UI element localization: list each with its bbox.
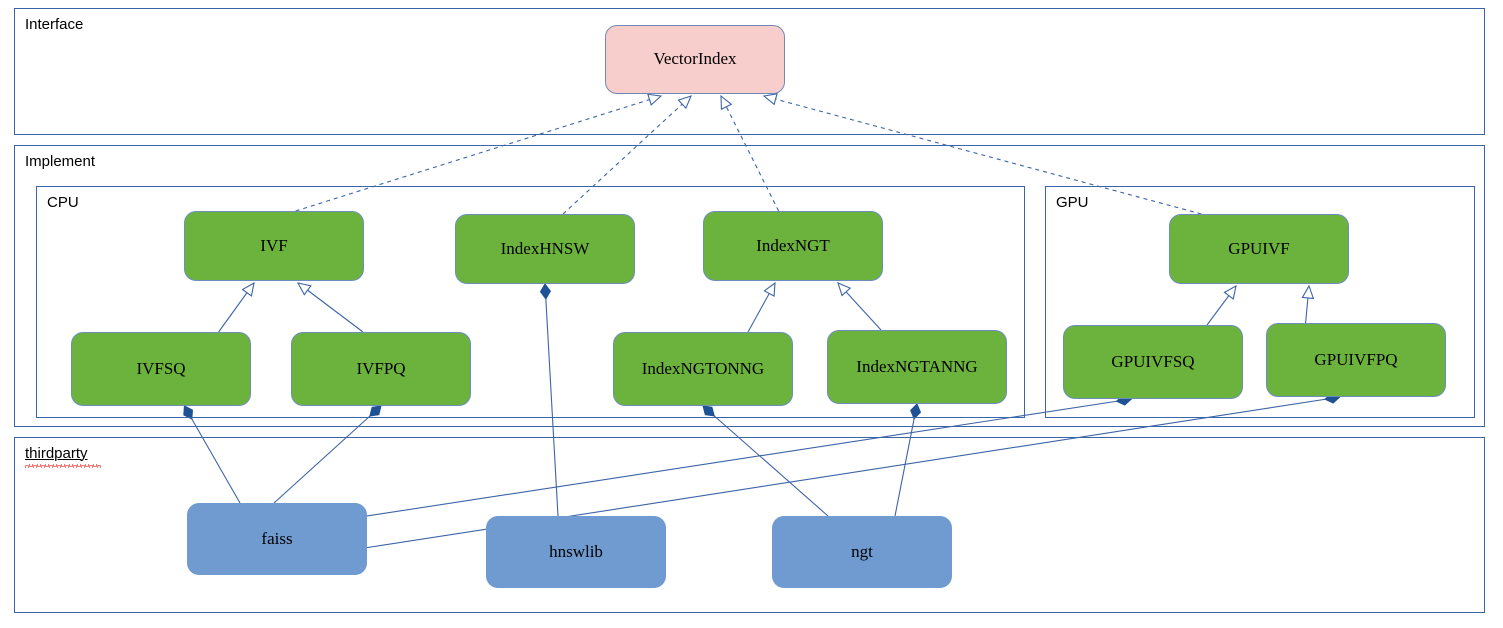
node-label-faiss: faiss: [261, 528, 293, 548]
group-implement: Implement: [14, 145, 1485, 427]
group-label-interface: Interface: [25, 16, 84, 33]
node-label-ivfpq: IVFPQ: [356, 358, 406, 378]
node-hnswlib[interactable]: hnswlib: [486, 516, 666, 588]
node-label-gpuivfsq: GPUIVFSQ: [1111, 351, 1195, 371]
node-indexngtanng[interactable]: IndexNGTANNG: [827, 330, 1007, 404]
node-gpuivfsq[interactable]: GPUIVFSQ: [1063, 325, 1243, 399]
node-ivf[interactable]: IVF: [184, 211, 364, 281]
node-label-ivfsq: IVFSQ: [136, 358, 186, 378]
node-label-ivf: IVF: [260, 235, 288, 255]
node-ivfpq[interactable]: IVFPQ: [291, 332, 471, 406]
node-indexngt[interactable]: IndexNGT: [703, 211, 883, 281]
node-ngt[interactable]: ngt: [772, 516, 952, 588]
group-label-cpu: CPU: [47, 194, 79, 211]
node-ivfsq[interactable]: IVFSQ: [71, 332, 251, 406]
node-indexhnsw[interactable]: IndexHNSW: [455, 214, 635, 284]
node-label-indexhnsw: IndexHNSW: [500, 238, 590, 258]
spellcheck-squiggle: [25, 464, 101, 468]
node-label-indexngtanng: IndexNGTANNG: [856, 356, 978, 376]
node-label-ngt: ngt: [851, 541, 873, 561]
group-label-implement: Implement: [25, 153, 96, 170]
node-gpuivf[interactable]: GPUIVF: [1169, 214, 1349, 284]
node-label-indexngtonng: IndexNGTONNG: [641, 358, 765, 378]
node-label-gpuivf: GPUIVF: [1228, 238, 1290, 258]
node-label-gpuivfpq: GPUIVFPQ: [1314, 349, 1398, 369]
node-indexngtonng[interactable]: IndexNGTONNG: [613, 332, 793, 406]
group-label-thirdparty: thirdparty: [25, 445, 88, 462]
node-vectorindex[interactable]: VectorIndex: [605, 25, 785, 94]
group-cpu: CPU: [36, 186, 1025, 418]
node-gpuivfpq[interactable]: GPUIVFPQ: [1266, 323, 1446, 397]
node-label-indexngt: IndexNGT: [756, 235, 830, 255]
group-label-gpu: GPU: [1056, 194, 1089, 211]
node-label-hnswlib: hnswlib: [549, 541, 603, 561]
node-faiss[interactable]: faiss: [187, 503, 367, 575]
group-interface: Interface: [14, 8, 1485, 135]
group-gpu: GPU: [1045, 186, 1475, 418]
node-label-vectorindex: VectorIndex: [653, 49, 737, 69]
